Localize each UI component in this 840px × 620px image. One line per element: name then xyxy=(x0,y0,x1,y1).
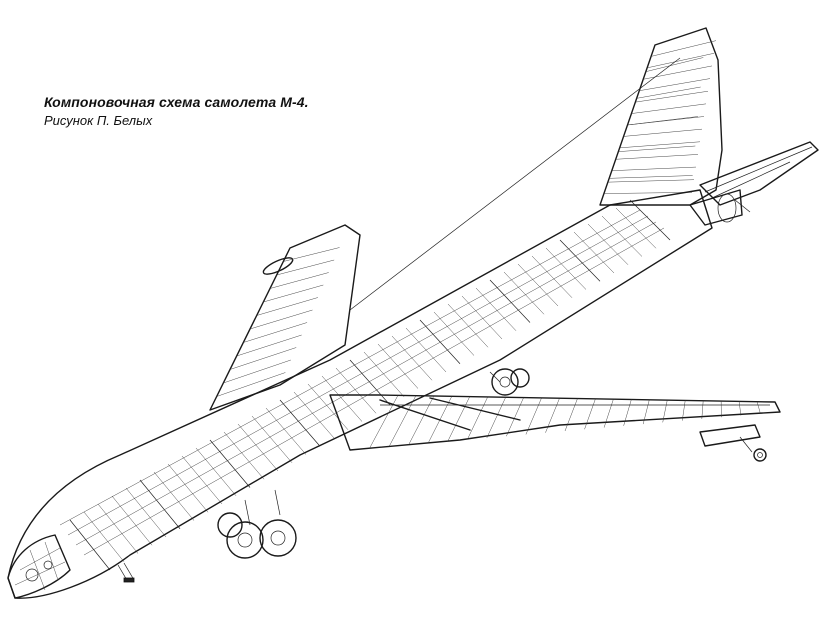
fuselage xyxy=(7,189,713,599)
tail-cone xyxy=(689,189,751,226)
antenna-wire xyxy=(349,57,681,311)
rear-main-gear xyxy=(489,368,530,396)
right-wing xyxy=(329,394,781,451)
illustration-title: Компоновочная схема самолета М-4. xyxy=(44,94,309,110)
nose-glazing xyxy=(7,534,71,599)
illustration-author: Рисунок П. Белых xyxy=(44,113,153,128)
nose-strut xyxy=(117,562,135,583)
wingtip-outrigger xyxy=(699,424,767,462)
vertical-stabilizer xyxy=(599,27,723,206)
left-wing xyxy=(209,224,361,411)
caption-block: Компоновочная схема самолета М-4. Рисуно… xyxy=(44,94,309,128)
front-main-gear xyxy=(217,489,297,559)
horizontal-stabilizer xyxy=(699,141,819,206)
